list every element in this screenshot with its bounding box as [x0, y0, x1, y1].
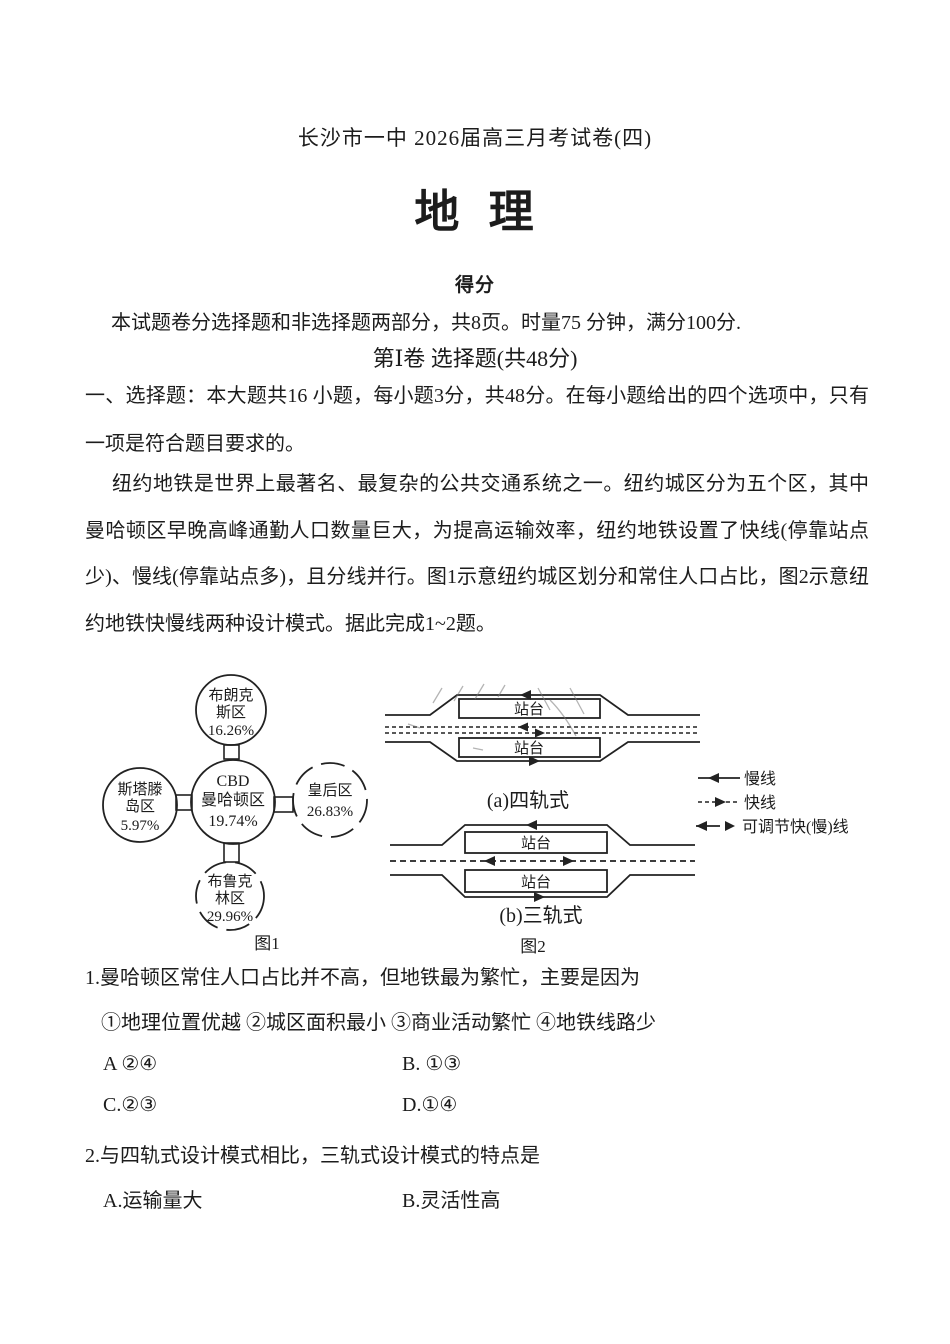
platform-b-top	[464, 831, 608, 854]
diagram-b-caption: (b)三轨式	[499, 904, 582, 927]
question-1-number: 1.	[85, 967, 100, 989]
brooklyn-name2: 林区	[215, 890, 245, 907]
arrow-left-adjustable-icon	[484, 856, 495, 866]
figure2-track-diagram: 站台 站台 (a)四轨式 站台 站台	[385, 683, 849, 956]
legend-adjustable-right-arrow-icon	[725, 821, 735, 831]
figure1-labels: 布朗克 斯区 16.26% 斯塔滕 岛区 5.97% CBD 曼哈顿区 19.7…	[117, 687, 353, 925]
section-heading: 第Ⅰ卷 选择题(共48分)	[372, 346, 578, 371]
platform-b-bottom	[464, 869, 608, 893]
option-a: A.运输量大	[103, 1190, 203, 1212]
score-label: 得分	[454, 275, 495, 296]
question-2-options-row-1: A.运输量大 B.灵活性高	[103, 1184, 863, 1213]
figure2-caption: 图2	[520, 937, 546, 956]
legend-adjustable-line: 可调节快(慢)线	[696, 818, 849, 836]
arrow-right-slow-a-icon	[529, 756, 540, 766]
staten-name: 斯塔滕	[117, 781, 162, 798]
queens-value: 26.83%	[307, 804, 353, 820]
question-1-stem: 曼哈顿区常住人口占比并不高，但地铁最为繁忙，主要是因为	[100, 967, 640, 989]
question-1-sub-options: ①地理位置优越 ②城区面积最小 ③商业活动繁忙 ④地铁线路少	[101, 1012, 656, 1034]
option-d: D.①④	[402, 1094, 458, 1116]
bronx-name2: 斯区	[216, 704, 246, 721]
legend-slow-line: 慢线	[698, 770, 776, 788]
question-2-number: 2.	[85, 1145, 100, 1167]
legend-fast-label: 快线	[744, 794, 776, 812]
arrow-left-slow-a-icon	[520, 690, 531, 700]
exam-intro: 本试题卷分选择题和非选择题两部分，共8页。时量75 分钟，满分100分.	[111, 312, 741, 334]
arrow-right-slow-b-icon	[534, 892, 545, 902]
brooklyn-name: 布鲁克	[207, 873, 252, 890]
question-1: 1.曼哈顿区常住人口占比并不高，但地铁最为繁忙，主要是因为	[85, 961, 640, 990]
option-a: A ②④	[103, 1053, 158, 1075]
staten-name2: 岛区	[125, 798, 155, 815]
queens-name: 皇后区	[307, 782, 352, 799]
slow-line-bottom-a	[385, 741, 700, 762]
connector-top	[223, 744, 240, 760]
figure1-caption: 图1	[254, 934, 280, 953]
question-1-options-row-1: A ②④ B. ①③	[103, 1051, 863, 1076]
brooklyn-value: 29.96%	[207, 909, 253, 925]
subject-title: 地 理	[414, 187, 536, 237]
arrow-right-adjustable-icon	[563, 856, 574, 866]
circle-manhattan-cbd	[190, 759, 276, 845]
circle-staten-island	[102, 767, 178, 843]
staten-value: 5.97%	[121, 818, 160, 834]
cbd-label: CBD	[217, 773, 250, 790]
platform-a-bottom-label: 站台	[514, 740, 544, 757]
connector-left	[175, 794, 193, 811]
option-c: C.②③	[103, 1094, 158, 1116]
pencil-scribbles	[407, 683, 585, 751]
arrow-right-fast-a-icon	[535, 728, 545, 738]
diagram-a-caption: (a)四轨式	[487, 789, 569, 812]
legend-adjustable-left-arrow-icon	[696, 821, 707, 831]
legend-fast-line: 快线	[698, 794, 776, 812]
reading-passage: 纽约地铁是世界上最著名、最复杂的公共交通系统之一。纽约城区分为五个区，其中曼哈顿…	[85, 473, 869, 635]
question-2: 2.与四轨式设计模式相比，三轨式设计模式的特点是	[85, 1139, 540, 1168]
exam-header: 长沙市一中 2026届高三月考试卷(四)	[297, 126, 653, 150]
circle-bronx	[195, 674, 267, 746]
legend-adjustable-label: 可调节快(慢)线	[742, 818, 849, 836]
manhattan-name: 曼哈顿区	[201, 791, 265, 809]
platform-b-top-label: 站台	[521, 835, 551, 852]
connector-right	[273, 796, 294, 813]
question-2-stem: 与四轨式设计模式相比，三轨式设计模式的特点是	[100, 1145, 540, 1167]
legend-fast-arrow-icon	[715, 797, 726, 807]
circle-brooklyn	[195, 861, 265, 931]
manhattan-value: 19.74%	[208, 813, 257, 830]
option-b: B.灵活性高	[402, 1190, 501, 1212]
option-b: B. ①③	[402, 1053, 462, 1075]
diagram-b-three-track: 站台 站台 (b)三轨式	[390, 820, 695, 927]
bronx-name: 布朗克	[208, 687, 253, 704]
legend-slow-arrow-icon	[708, 773, 719, 783]
arrow-left-slow-b-icon	[526, 820, 537, 830]
circle-queens	[292, 762, 368, 838]
figure2-legend: 慢线 快线 可调节快(慢)线	[696, 770, 849, 836]
bronx-value: 16.26%	[208, 723, 254, 739]
platform-b-bottom-label: 站台	[521, 874, 551, 891]
question-1-options-row-2: C.②③ D.①④	[103, 1092, 863, 1117]
diagram-a-four-track: 站台 站台 (a)四轨式	[385, 683, 700, 812]
connector-bottom	[223, 842, 240, 863]
platform-a-top-label: 站台	[514, 701, 544, 718]
figure1-borough-diagram: 布朗克 斯区 16.26% 斯塔滕 岛区 5.97% CBD 曼哈顿区 19.7…	[102, 674, 368, 953]
arrow-left-fast-a-icon	[518, 722, 528, 732]
legend-slow-label: 慢线	[744, 770, 776, 788]
section-instructions: 一、选择题：本大题共16 小题，每小题3分，共48分。在每小题给出的四个选项中，…	[85, 385, 869, 455]
